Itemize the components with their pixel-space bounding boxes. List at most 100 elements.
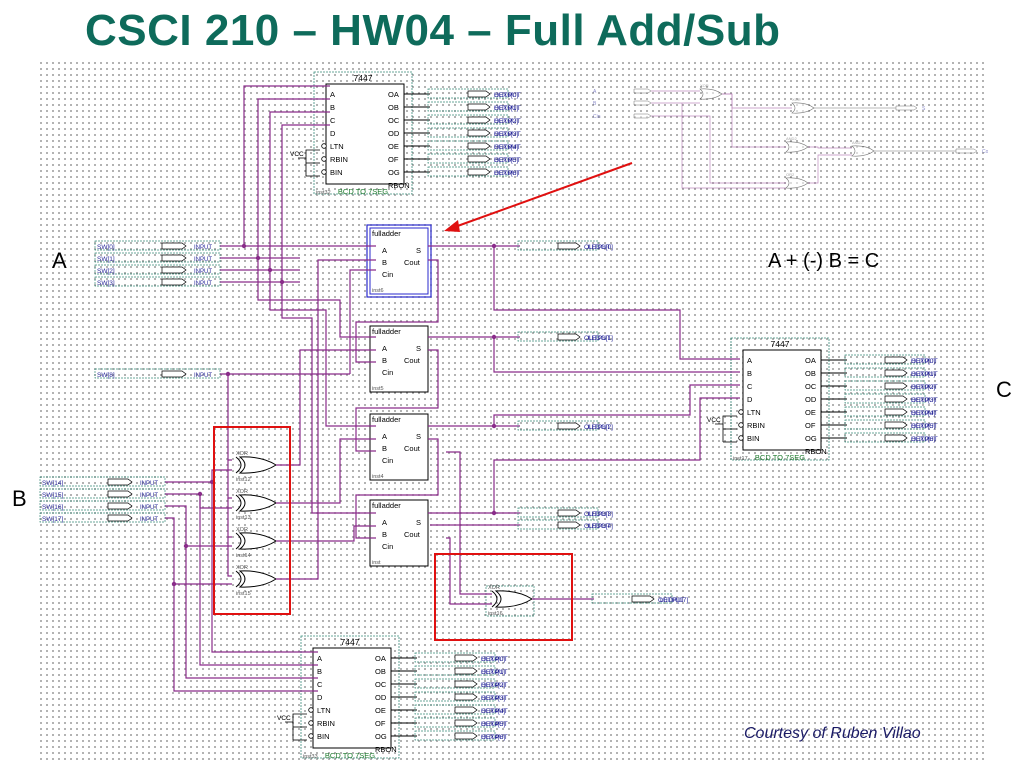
decoder_bottom-hex-name-0: HEX4[0] <box>481 656 505 663</box>
decoder_bottom-hex-pin-6-shape <box>454 732 478 740</box>
fulladder-2-in-2: Cin <box>382 456 393 465</box>
xor-name-0: XOR <box>236 451 248 457</box>
decoder_top-in-5: RBIN <box>330 155 348 164</box>
a1-to-fa1 <box>257 258 376 338</box>
ledr-pin-label: OUTPUT <box>658 597 685 604</box>
inversion-bubble <box>321 156 327 162</box>
led-name-0: LEDG[0] <box>588 244 613 251</box>
decoder_top-hex-pin-2-frame <box>427 114 509 125</box>
xor2-to-fa2b <box>276 525 376 542</box>
led-name-2: LEDG[2] <box>588 424 613 431</box>
fulladder-0-in-0: A <box>382 246 387 255</box>
decoder_bottom-hex-pin-3-shape <box>454 693 478 701</box>
inset-in-2: Cin <box>593 114 601 120</box>
inset-out-pin-1 <box>955 148 978 154</box>
decoder_bottom-vcc: VCC <box>277 715 291 722</box>
decoder_right-in-1: B <box>747 369 752 378</box>
decoder_right-hex-name-6: HEX0[6] <box>911 436 935 443</box>
decoder_bottom-hex-pin-1-frame <box>414 665 496 676</box>
fulladder-2-body <box>369 413 429 481</box>
sw-a-3: SW[3] <box>97 280 115 287</box>
decoder_top-out-3: OD <box>388 129 400 138</box>
fulladder-3-out-1: Cout <box>404 530 421 539</box>
decoder_top-hex-pin-6-frame <box>427 166 509 177</box>
decoder_right-hex-pin-4-label: OUTPUT <box>911 410 938 417</box>
a3-to-dec <box>281 124 330 282</box>
inversion-bubble <box>321 169 327 175</box>
decoder_top-hex-name-6: HEX6[6] <box>494 170 518 177</box>
fulladder-2-in-0: A <box>382 432 387 441</box>
fulladder-0-out-1: Cout <box>404 258 421 267</box>
inversion-bubble <box>308 720 314 726</box>
decoder_right-hex-pin-1-shape <box>884 369 908 377</box>
decoder_bottom-out-2: OC <box>375 680 387 689</box>
fulladder-2-out-1: Cout <box>404 444 421 453</box>
sw-mode-io: INPUT <box>194 373 212 379</box>
s0-to-dec <box>493 246 740 360</box>
inset-in-pin-0 <box>633 88 652 94</box>
carry-1-2 <box>355 349 439 452</box>
inset-in-0: A <box>593 89 597 95</box>
led-pin-2-label: OUTPUT <box>584 424 611 431</box>
decoder_top-hex-name-1: HEX6[1] <box>494 105 518 112</box>
ov-in-b <box>446 537 492 605</box>
decoder_right-in-4: LTN <box>747 408 761 417</box>
mode-to-xor1 <box>227 460 232 499</box>
led-pin-4-label: OUTPUT <box>584 523 611 530</box>
decoder_top-out-7: RBON <box>388 181 410 190</box>
decoder_right-hex-name-2: HEX0[2] <box>911 384 935 391</box>
decoder_top-part: BCD TO 7SEG <box>338 187 388 196</box>
decoder_right-vcc-wire <box>715 415 737 425</box>
decoder_bottom-in-2: C <box>317 680 323 689</box>
fulladder-0-out-0: S <box>416 246 421 255</box>
decoder_bottom-in-5: RBIN <box>317 719 335 728</box>
led-pin-1-frame <box>517 331 599 342</box>
led-pin-0-shape <box>557 242 581 250</box>
decoder_right-hex-pin-0-shape <box>884 356 908 364</box>
xor-gate-2 <box>238 532 277 550</box>
decoder_right-out-3: OD <box>805 395 817 404</box>
led-pin-3-frame <box>517 507 599 518</box>
inset-in-pin-1 <box>633 100 652 106</box>
fulladder-2-inst: inst4 <box>372 474 384 480</box>
decoder_bottom-in-1: B <box>317 667 322 676</box>
inset-link-cin <box>681 103 786 189</box>
decoder_bottom-out-4: OE <box>375 706 386 715</box>
decoder_bottom-hex-pin-0-frame <box>414 652 496 663</box>
decoder_right-hex-pin-1-label: OUTPUT <box>911 371 938 378</box>
decoder_right-body <box>742 349 822 451</box>
decoder_top-in-1: B <box>330 103 335 112</box>
decoder_bottom-hex-pin-3-label: OUTPUT <box>481 695 508 702</box>
decoder_right-hex-pin-0-label: OUTPUT <box>911 358 938 365</box>
sw-a-io-2: INPUT <box>194 269 212 275</box>
sw-a-1: SW[1] <box>97 256 115 263</box>
decoder_top-out-6: OG <box>388 168 400 177</box>
decoder_bottom-in-4: LTN <box>317 706 331 715</box>
decoder_top-hex-name-4: HEX6[4] <box>494 144 518 151</box>
inversion-bubble <box>308 707 314 713</box>
decoder_top-vcc: VCC <box>290 151 304 158</box>
decoder_bottom-hex-pin-1-shape <box>454 667 478 675</box>
decoder_right-out-4: OE <box>805 408 816 417</box>
mode-to-xor0 <box>227 374 232 461</box>
decoder_bottom-hex-pin-5-shape <box>454 719 478 727</box>
decoder_right-hex-pin-6-label: OUTPUT <box>911 436 938 443</box>
decoder_right-hex-pin-3-frame <box>844 393 926 404</box>
xor-name-1: XOR <box>236 489 248 495</box>
sw-b-io-1: INPUT <box>140 493 158 499</box>
decoder_top-out-5: OF <box>388 155 399 164</box>
inset-link-1 <box>722 93 786 148</box>
decoder_top-in-0: A <box>330 90 335 99</box>
led-pin-3-shape <box>557 509 581 517</box>
decoder_bottom-hex-pin-4-shape <box>454 706 478 714</box>
label-b: B <box>12 486 27 511</box>
fulladder-0-name: fulladder <box>372 229 401 238</box>
equation: A + (-) B = C <box>768 250 880 272</box>
led-name-4: LEDG[4] <box>588 523 613 530</box>
decoder_top-hex-pin-6-label: OUTPUT <box>494 170 521 177</box>
inset-gate-4 <box>785 177 809 189</box>
xor-gate-3-back <box>235 570 242 588</box>
ledr-pin-frame <box>591 593 673 604</box>
inversion-bubble <box>321 143 327 149</box>
decoder_top-out-2: OC <box>388 116 400 125</box>
